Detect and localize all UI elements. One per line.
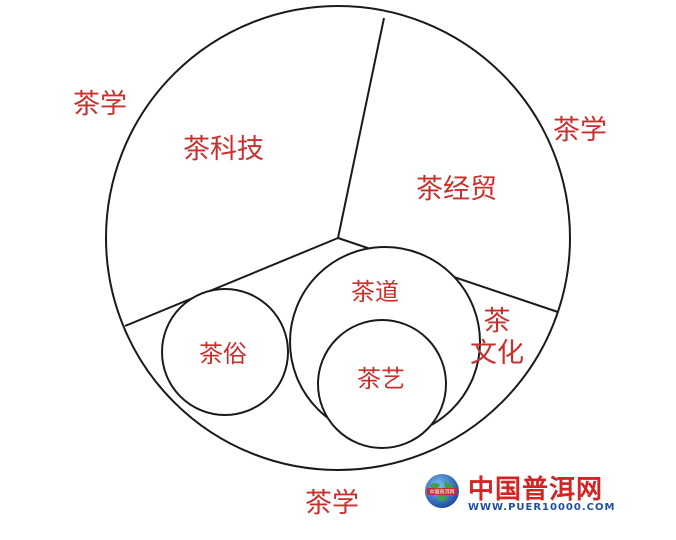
art-label: 茶艺 (357, 365, 405, 393)
divider-left (124, 237, 339, 327)
section-tech-label: 茶科技 (183, 134, 264, 165)
outer-label-bottom: 茶学 (305, 488, 359, 519)
watermark-logo: 中国普洱网 中国普洱网 WWW.PUER10000.COM (424, 469, 634, 517)
divider-top (337, 17, 385, 239)
customs-circle (161, 288, 289, 416)
outer-label-right: 茶学 (553, 115, 607, 146)
culture-label-line1: 茶 (483, 306, 511, 337)
customs-label: 茶俗 (199, 340, 247, 368)
globe-text: 中国普洱网 (429, 489, 454, 496)
globe-icon: 中国普洱网 (425, 474, 459, 508)
section-trade-label: 茶经贸 (416, 174, 497, 205)
culture-label-line2: 文化 (470, 338, 524, 369)
art-circle (317, 319, 447, 449)
watermark-title: 中国普洱网 (468, 475, 604, 505)
dao-label: 茶道 (351, 278, 399, 306)
culture-label: 茶 文化 (470, 306, 524, 370)
watermark-url: WWW.PUER10000.COM (468, 502, 616, 513)
outer-label-left: 茶学 (73, 89, 127, 120)
outer-circle (105, 5, 571, 471)
